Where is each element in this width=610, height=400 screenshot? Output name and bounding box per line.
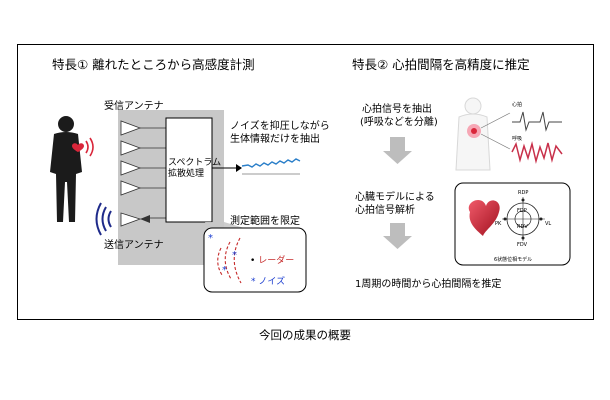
processor-label-line2: 拡散処理	[168, 169, 205, 179]
receive-antenna-icons	[120, 120, 142, 196]
spread-spectrum-processor	[165, 117, 213, 223]
heart-icon	[72, 143, 84, 152]
step1-line1: 心拍信号を抽出	[362, 104, 432, 115]
heart-organ-icon	[468, 199, 500, 236]
heart-model-diagram	[454, 182, 571, 266]
noise-marker-icon: *	[222, 265, 227, 276]
receive-antenna-label: 受信アンテナ	[104, 101, 164, 112]
person-icon	[50, 116, 82, 222]
transmit-antenna-icon	[120, 212, 142, 227]
figure-caption: 今回の成果の概要	[259, 328, 351, 342]
model-state-pk: PK	[495, 221, 502, 227]
model-caption: 6状態位相モデル	[494, 257, 533, 263]
transmit-waves	[95, 202, 112, 236]
processor-output-arrowhead	[236, 164, 242, 172]
noise-marker-icon: *	[232, 250, 237, 261]
step2-line1: 心臓モデルによる	[355, 192, 435, 203]
processor-label-line1: スペクトラム	[168, 158, 222, 168]
chart-label-heartbeat: 心拍	[512, 102, 523, 108]
chart-label-respiration: 呼吸	[512, 136, 523, 142]
transmit-antenna-label: 送信アンテナ	[104, 240, 164, 251]
feature2-title: 特長② 心拍間隔を高精度に推定	[352, 57, 530, 72]
receive-lines	[140, 127, 166, 219]
noise-label: * ノイズ	[251, 277, 286, 287]
radar-label: • レーダー	[250, 256, 295, 266]
heartbeat-chart	[454, 97, 570, 174]
step2-line2: 心拍信号解析	[355, 205, 415, 216]
model-state-fdv: FDV	[517, 242, 528, 248]
extracted-signal-trace	[241, 158, 301, 168]
output-description-line2: 生体情報だけを抽出	[230, 134, 320, 145]
step1-line2: (呼吸などを分離)	[360, 117, 438, 128]
model-state-fdp: FDP	[517, 208, 527, 214]
noise-marker-icon: *	[208, 233, 213, 244]
model-state-vl: VL	[545, 221, 552, 227]
output-description-line1: ノイズを抑圧しながら	[230, 121, 330, 132]
transmit-arrow	[140, 215, 150, 223]
model-state-rdp: RDP	[518, 190, 529, 196]
model-state-rdv: RDV	[517, 224, 528, 230]
feature1-title: 特長① 離れたところから高感度計測	[52, 57, 255, 72]
radar-range-waves	[217, 237, 242, 284]
flow-arrows	[383, 137, 412, 249]
step3-text: 1周期の時間から心拍間隔を推定	[355, 279, 502, 290]
heart-signal-waves	[85, 137, 94, 157]
range-limit-label: 測定範囲を限定	[230, 216, 300, 227]
